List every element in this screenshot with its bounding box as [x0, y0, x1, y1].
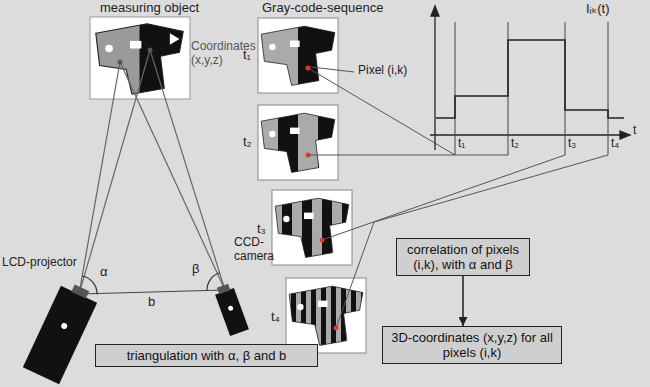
time-label: t₁: [243, 48, 251, 63]
object-point: [118, 60, 123, 65]
box-text: triangulation with α, β and b: [102, 348, 311, 363]
time-label: t₂: [243, 135, 252, 150]
box-text: 3D-coordinates (x,y,z) for all pixels (i…: [389, 330, 555, 360]
object-frame: [90, 17, 190, 99]
pixel-label: Pixel (i,k): [358, 64, 407, 78]
time-label: t₄: [271, 310, 280, 325]
leader-line: [308, 67, 608, 328]
pixel-dot: [306, 66, 339, 331]
pattern-frame: [258, 105, 338, 180]
pattern-frame: [258, 18, 338, 93]
pattern-frame: [272, 190, 352, 265]
camera-symbol: [213, 282, 249, 336]
axis-label: Iᵢₖ(t): [586, 2, 609, 17]
angle-label: α: [100, 265, 108, 280]
box-text: correlation of pixels (i,k), with α and …: [403, 242, 523, 272]
device-label: LCD-projector: [2, 256, 77, 270]
tick-label: t₃: [568, 137, 576, 151]
text-box: correlation of pixels (i,k), with α and …: [396, 238, 530, 276]
triangulation-lines: [79, 50, 225, 295]
flow-arrow: [462, 276, 464, 326]
device-label: CCD-camera: [234, 236, 286, 264]
axis-label: t: [633, 124, 636, 138]
signal-chart: [430, 6, 630, 155]
tick-label: t₁: [458, 137, 465, 151]
title-label: measuring object: [100, 1, 199, 16]
projector-symbol: [23, 279, 100, 384]
tick-label: t₂: [511, 137, 519, 151]
angle-label: β: [192, 262, 199, 277]
object-point: [148, 48, 153, 53]
time-label: t₃: [257, 222, 266, 237]
text-box: 3D-coordinates (x,y,z) for all pixels (i…: [382, 326, 562, 364]
text-box: triangulation with α, β and b: [95, 344, 318, 367]
distance-label: b: [148, 295, 155, 310]
sequence-label: Gray-code-sequence: [262, 1, 383, 16]
pattern-frame: [286, 278, 366, 353]
tick-label: t₄: [611, 137, 619, 151]
